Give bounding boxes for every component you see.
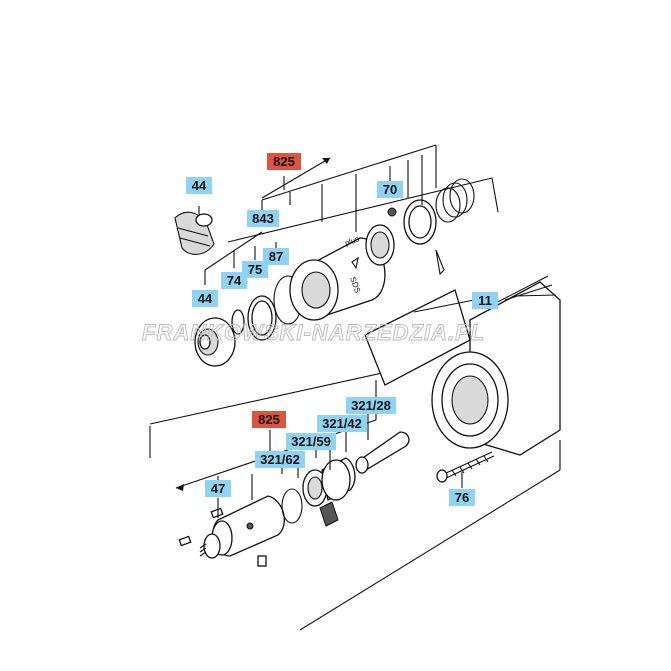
label-44-top: 44 — [186, 177, 212, 194]
label-321-59: 321/59 — [286, 433, 336, 450]
label-321-62: 321/62 — [255, 451, 305, 468]
svg-text:44: 44 — [198, 291, 213, 306]
label-11: 11 — [472, 292, 498, 309]
label-321-28: 321/28 — [346, 397, 396, 414]
svg-text:11: 11 — [478, 293, 492, 308]
bottom-spindle-parts — [178, 431, 410, 567]
svg-text:321/28: 321/28 — [351, 398, 391, 413]
part-44-nut — [194, 317, 236, 367]
label-825-bottom: 825 — [252, 411, 286, 428]
svg-text:70: 70 — [383, 182, 397, 197]
svg-text:75: 75 — [248, 262, 262, 277]
svg-text:825: 825 — [258, 412, 280, 427]
part-labels: 825 44 843 87 75 74 44 70 — [186, 153, 498, 506]
label-321-42: 321/42 — [317, 415, 367, 432]
part-76-bolt — [436, 451, 495, 483]
svg-text:843: 843 — [252, 211, 274, 226]
label-843: 843 — [247, 210, 279, 227]
label-47: 47 — [205, 480, 231, 497]
label-44-bottom: 44 — [192, 290, 218, 307]
top-leader-lines — [198, 144, 475, 313]
svg-text:825: 825 — [273, 154, 295, 169]
label-75: 75 — [242, 261, 268, 278]
svg-text:76: 76 — [455, 490, 469, 505]
housing-outline — [149, 177, 561, 631]
svg-text:47: 47 — [211, 481, 225, 496]
svg-text:321/42: 321/42 — [322, 416, 362, 431]
label-70: 70 — [377, 181, 403, 198]
motor-housing — [431, 275, 561, 456]
svg-text:321/59: 321/59 — [291, 434, 331, 449]
part-843-chuck-sleeve: plus SDS — [289, 234, 386, 321]
label-74: 74 — [221, 272, 247, 289]
svg-text:321/62: 321/62 — [260, 452, 300, 467]
parts-74-75-87-rings — [231, 275, 303, 341]
part-44-grease-tube — [174, 211, 215, 255]
label-87: 87 — [263, 248, 289, 265]
watermark-text: FRANKOWSKI-NARZEDZIA.PL — [142, 320, 485, 345]
svg-text:74: 74 — [227, 273, 242, 288]
part-70-ball-and-springs — [365, 178, 475, 276]
svg-text:44: 44 — [192, 178, 207, 193]
svg-text:87: 87 — [269, 249, 283, 264]
label-76: 76 — [449, 489, 475, 506]
label-825-top: 825 — [267, 153, 301, 170]
